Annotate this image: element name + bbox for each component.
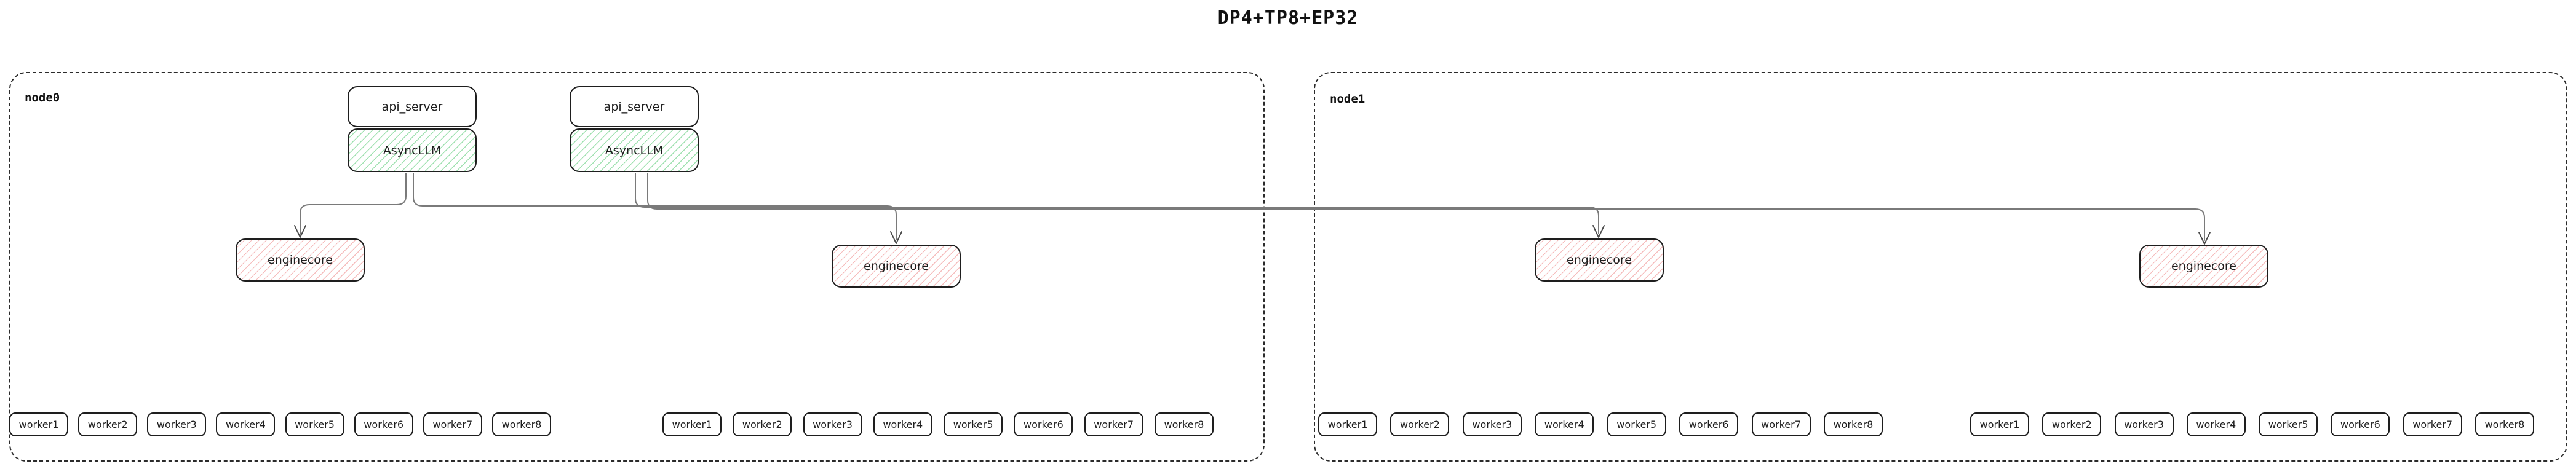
- worker-box: worker8: [2475, 412, 2534, 436]
- worker-box: worker3: [147, 412, 207, 436]
- worker-box: worker7: [1751, 412, 1811, 436]
- worker-box: worker6: [1679, 412, 1739, 436]
- worker-box: worker5: [944, 412, 1003, 436]
- worker-box: worker8: [491, 412, 551, 436]
- worker-label: worker2: [1400, 419, 1440, 430]
- worker-label: worker4: [1544, 419, 1584, 430]
- api-server-box-1: api_server: [348, 86, 477, 127]
- asyncllm-label: AsyncLLM: [383, 143, 442, 157]
- node0-container: [9, 72, 1265, 462]
- worker-box: worker7: [423, 412, 482, 436]
- worker-label: worker3: [1472, 419, 1513, 430]
- worker-box: worker4: [1535, 412, 1594, 436]
- worker-label: worker1: [1979, 419, 2020, 430]
- worker-label: worker5: [1616, 419, 1657, 430]
- worker-box: worker2: [2042, 412, 2102, 436]
- worker-box: worker7: [2403, 412, 2462, 436]
- worker-box: worker1: [1970, 412, 2029, 436]
- worker-label: worker8: [2484, 419, 2525, 430]
- worker-label: worker5: [2268, 419, 2308, 430]
- worker-label: worker6: [1688, 419, 1729, 430]
- node1-worker-group-1: worker1 worker2 worker3 worker4 worker5 …: [1318, 412, 1883, 436]
- diagram-title: DP4+TP8+EP32: [1217, 7, 1359, 29]
- worker-label: worker7: [1094, 419, 1134, 430]
- asyncllm-label: AsyncLLM: [605, 143, 664, 157]
- worker-label: worker7: [432, 419, 473, 430]
- worker-label: worker6: [364, 419, 404, 430]
- worker-box: worker7: [1084, 412, 1143, 436]
- worker-label: worker6: [2340, 419, 2380, 430]
- worker-box: worker4: [873, 412, 932, 436]
- worker-label: worker3: [156, 419, 197, 430]
- worker-label: worker8: [1164, 419, 1204, 430]
- enginecore-label: enginecore: [864, 259, 929, 273]
- worker-box: worker1: [9, 412, 68, 436]
- worker-box: worker5: [1607, 412, 1666, 436]
- worker-label: worker8: [1833, 419, 1874, 430]
- worker-box: worker3: [2114, 412, 2174, 436]
- worker-label: worker6: [1024, 419, 1063, 430]
- worker-box: worker6: [354, 412, 413, 436]
- node1-enginecore-box-2: enginecore: [2139, 245, 2268, 288]
- api-server-box-2: api_server: [570, 86, 699, 127]
- worker-label: worker1: [1327, 419, 1368, 430]
- worker-label: worker5: [295, 419, 335, 430]
- node0-worker-group-2: worker1 worker2 worker3 worker4 worker5 …: [662, 412, 1214, 436]
- api-server-label: api_server: [381, 100, 443, 114]
- worker-box: worker5: [2259, 412, 2318, 436]
- node1-enginecore-box-1: enginecore: [1535, 238, 1664, 282]
- worker-box: worker4: [216, 412, 276, 436]
- worker-label: worker7: [2412, 419, 2453, 430]
- enginecore-label: enginecore: [1567, 253, 1632, 267]
- worker-label: worker3: [813, 419, 853, 430]
- node0-enginecore-box-2: enginecore: [832, 245, 961, 288]
- worker-label: worker2: [2051, 419, 2092, 430]
- enginecore-label: enginecore: [268, 253, 333, 267]
- api-server-label: api_server: [603, 100, 665, 114]
- asyncllm-box-2: AsyncLLM: [570, 128, 699, 172]
- worker-box: worker4: [2186, 412, 2246, 436]
- worker-label: worker2: [87, 419, 128, 430]
- worker-label: worker7: [1761, 419, 1801, 430]
- worker-label: worker1: [672, 419, 712, 430]
- worker-box: worker2: [1390, 412, 1450, 436]
- node1-label: node1: [1330, 92, 1366, 106]
- worker-label: worker5: [953, 419, 993, 430]
- node0-enginecore-box-1: enginecore: [236, 238, 365, 282]
- asyncllm-box-1: AsyncLLM: [348, 128, 477, 172]
- worker-box: worker2: [733, 412, 792, 436]
- worker-box: worker3: [1462, 412, 1522, 436]
- worker-label: worker4: [226, 419, 266, 430]
- worker-label: worker2: [742, 419, 782, 430]
- node0-worker-group-1: worker1 worker2 worker3 worker4 worker5 …: [9, 412, 551, 436]
- node1-container: [1314, 72, 2567, 462]
- node0-label: node0: [25, 91, 60, 104]
- worker-box: worker6: [1014, 412, 1073, 436]
- enginecore-label: enginecore: [2171, 259, 2236, 273]
- worker-label: worker3: [2124, 419, 2164, 430]
- node1-worker-group-2: worker1 worker2 worker3 worker4 worker5 …: [1970, 412, 2534, 436]
- worker-box: worker1: [1318, 412, 1377, 436]
- worker-box: worker8: [1823, 412, 1883, 436]
- worker-box: worker5: [285, 412, 344, 436]
- worker-box: worker3: [803, 412, 862, 436]
- worker-label: worker4: [2196, 419, 2236, 430]
- worker-label: worker1: [18, 419, 59, 430]
- worker-box: worker1: [662, 412, 722, 436]
- worker-label: worker4: [883, 419, 923, 430]
- worker-label: worker8: [501, 419, 542, 430]
- worker-box: worker2: [78, 412, 138, 436]
- worker-box: worker6: [2331, 412, 2390, 436]
- worker-box: worker8: [1154, 412, 1214, 436]
